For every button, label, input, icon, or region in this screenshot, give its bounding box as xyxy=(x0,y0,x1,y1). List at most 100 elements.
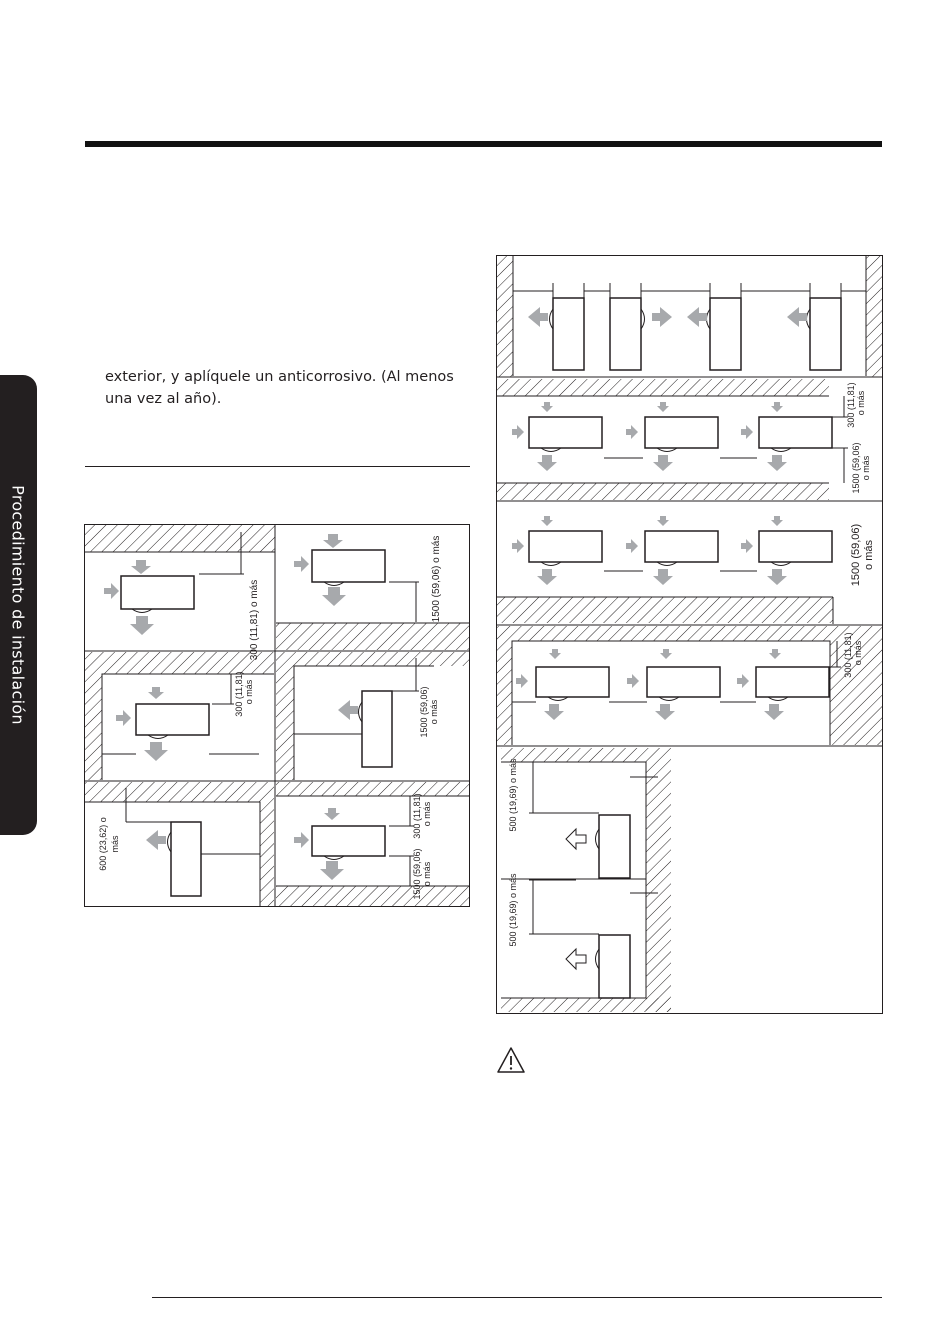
clearance-label: 300 (11,81) o más xyxy=(249,580,260,660)
airflow-arrow-icon xyxy=(541,402,553,412)
airflow-outline-arrow-icon xyxy=(565,947,587,971)
outdoor-unit xyxy=(709,297,742,371)
outdoor-unit xyxy=(758,416,833,449)
airflow-arrow-icon xyxy=(144,742,168,761)
airflow-arrow-icon xyxy=(338,700,358,720)
outdoor-unit xyxy=(535,666,610,698)
clearance-label: 1500 (59,06) o más xyxy=(431,536,442,623)
panel-middle-left: 300 (11,81) o más xyxy=(85,652,274,780)
outdoor-unit xyxy=(809,297,842,371)
outdoor-unit xyxy=(758,530,833,563)
outdoor-unit xyxy=(644,530,719,563)
airflow-outline-arrow-icon xyxy=(565,827,587,851)
airflow-arrow-icon xyxy=(104,583,119,599)
clearance-label: 300 (11,81) xyxy=(234,671,244,716)
airflow-arrow-icon xyxy=(541,516,553,526)
clearance-label: o más xyxy=(853,640,863,665)
section-side-by-side xyxy=(497,256,882,377)
panel-top-right: 1500 (59,06) o más xyxy=(276,534,469,650)
panel-bottom-right: 300 (11,81) o más 1500 (59,06) o más xyxy=(276,782,469,906)
airflow-arrow-icon xyxy=(653,569,673,585)
airflow-arrow-icon xyxy=(737,674,749,688)
right-clearance-figure: 300 (11,81) o más 1500 (59,06) o más 150… xyxy=(496,255,883,1014)
section-row-between-walls: 300 (11,81) o más 1500 (59,06) o más xyxy=(497,379,871,500)
clearance-label: 300 (11,81) xyxy=(843,632,853,677)
airflow-arrow-icon xyxy=(741,539,753,553)
section-stacked: 500 (19,69) o más 500 (19,69) o más xyxy=(501,748,671,1012)
footer-rule xyxy=(152,1297,882,1298)
body-text: exterior, y aplíquele un anticorrosivo. … xyxy=(105,369,454,407)
airflow-arrow-icon xyxy=(652,307,672,327)
airflow-arrow-icon xyxy=(320,861,344,880)
airflow-arrow-icon xyxy=(131,560,151,574)
airflow-arrow-icon xyxy=(653,455,673,471)
clearance-label: o más xyxy=(856,390,866,415)
airflow-arrow-icon xyxy=(148,687,164,699)
airflow-arrow-icon xyxy=(626,425,638,439)
section-row-enclosed: 300 (11,81) o más xyxy=(497,626,882,745)
airflow-arrow-icon xyxy=(130,616,154,635)
airflow-arrow-icon xyxy=(294,556,309,572)
clearance-label: o más xyxy=(244,679,254,704)
airflow-arrow-icon xyxy=(626,539,638,553)
airflow-arrow-icon xyxy=(655,704,675,720)
airflow-arrow-icon xyxy=(116,710,131,726)
airflow-arrow-icon xyxy=(764,704,784,720)
clearance-label: 300 (11,81) xyxy=(412,793,422,838)
airflow-arrow-icon xyxy=(512,539,524,553)
airflow-arrow-icon xyxy=(549,649,561,659)
outdoor-unit xyxy=(644,416,719,449)
outdoor-unit xyxy=(609,297,642,371)
airflow-arrow-icon xyxy=(769,649,781,659)
outdoor-unit xyxy=(552,297,585,371)
airflow-arrow-icon xyxy=(516,674,528,688)
clearance-label: 1500 (59,06) xyxy=(412,848,422,899)
airflow-arrow-icon xyxy=(537,569,557,585)
outdoor-unit xyxy=(598,934,631,999)
clearance-label: o más xyxy=(429,699,439,724)
airflow-arrow-icon xyxy=(741,425,753,439)
airflow-arrow-icon xyxy=(771,402,783,412)
outdoor-unit xyxy=(361,690,393,768)
clearance-label: o más xyxy=(861,455,871,480)
panel-middle-right: 1500 (59,06) o más xyxy=(276,652,469,780)
left-clearance-figure: 300 (11,81) o más 1500 (59,06) o más 300… xyxy=(84,524,470,907)
clearance-label: o más xyxy=(422,801,432,826)
airflow-arrow-icon xyxy=(627,674,639,688)
airflow-arrow-icon xyxy=(146,830,166,850)
outdoor-unit xyxy=(311,549,386,583)
airflow-arrow-icon xyxy=(767,455,787,471)
clearance-label: 300 (11,81) xyxy=(846,382,856,427)
airflow-arrow-icon xyxy=(528,307,548,327)
section-row-front-wall: 1500 (59,06) o más xyxy=(497,516,875,624)
section-rule xyxy=(85,466,470,467)
airflow-arrow-icon xyxy=(294,832,309,848)
airflow-arrow-icon xyxy=(544,704,564,720)
clearance-label: 1500 (59,06) xyxy=(851,442,861,493)
clearance-label: más xyxy=(110,835,120,853)
outdoor-unit xyxy=(598,814,631,879)
warning-triangle-icon xyxy=(497,1047,525,1073)
clearance-label: 500 (19,69) o más xyxy=(508,873,518,947)
side-tab-label: Procedimiento de instalación xyxy=(8,485,28,725)
outdoor-unit xyxy=(311,825,386,857)
airflow-arrow-icon xyxy=(322,587,346,606)
airflow-arrow-icon xyxy=(537,455,557,471)
panel-top-left: 300 (11,81) o más xyxy=(85,525,275,660)
outdoor-unit xyxy=(135,703,210,736)
airflow-arrow-icon xyxy=(767,569,787,585)
outdoor-unit xyxy=(170,821,202,897)
outdoor-unit xyxy=(646,666,721,698)
airflow-arrow-icon xyxy=(657,402,669,412)
airflow-arrow-icon xyxy=(324,808,340,820)
outdoor-unit xyxy=(528,416,603,449)
airflow-arrow-icon xyxy=(660,649,672,659)
panel-bottom-left: 600 (23,62) o más xyxy=(85,782,274,906)
clearance-label: o más xyxy=(863,540,875,570)
header-rule xyxy=(85,141,882,147)
clearance-label: 600 (23,62) o xyxy=(98,817,108,871)
side-tab: Procedimiento de instalación xyxy=(0,375,37,835)
clearance-label: o más xyxy=(422,861,432,886)
airflow-arrow-icon xyxy=(323,534,343,548)
clearance-label: 500 (19,69) o más xyxy=(508,758,518,832)
